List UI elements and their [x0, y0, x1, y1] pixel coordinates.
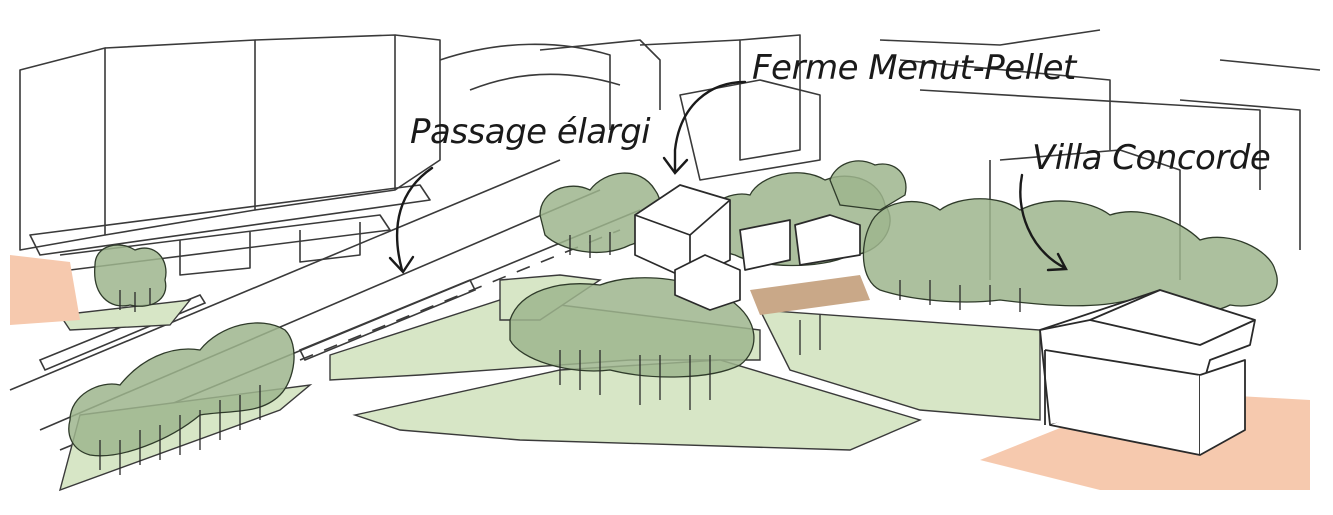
label-ferme-menut-pellet: Ferme Menut-Pellet	[752, 48, 1076, 88]
label-passage-elargi: Passage élargi	[410, 112, 651, 152]
arrow-passage-head	[388, 255, 415, 274]
arrow-ferme	[673, 80, 747, 174]
arrow-villa	[1019, 173, 1067, 270]
label-villa-concorde: Villa Concorde	[1032, 138, 1271, 178]
arrow-ferme-head	[662, 156, 689, 175]
annotation-arrows	[388, 80, 1068, 274]
arrow-passage	[395, 166, 434, 272]
tree-trunks	[99, 232, 1021, 475]
arrow-villa-head	[1046, 252, 1068, 272]
villa-concorde-building	[1039, 289, 1256, 456]
ferme-buildings	[634, 184, 861, 311]
